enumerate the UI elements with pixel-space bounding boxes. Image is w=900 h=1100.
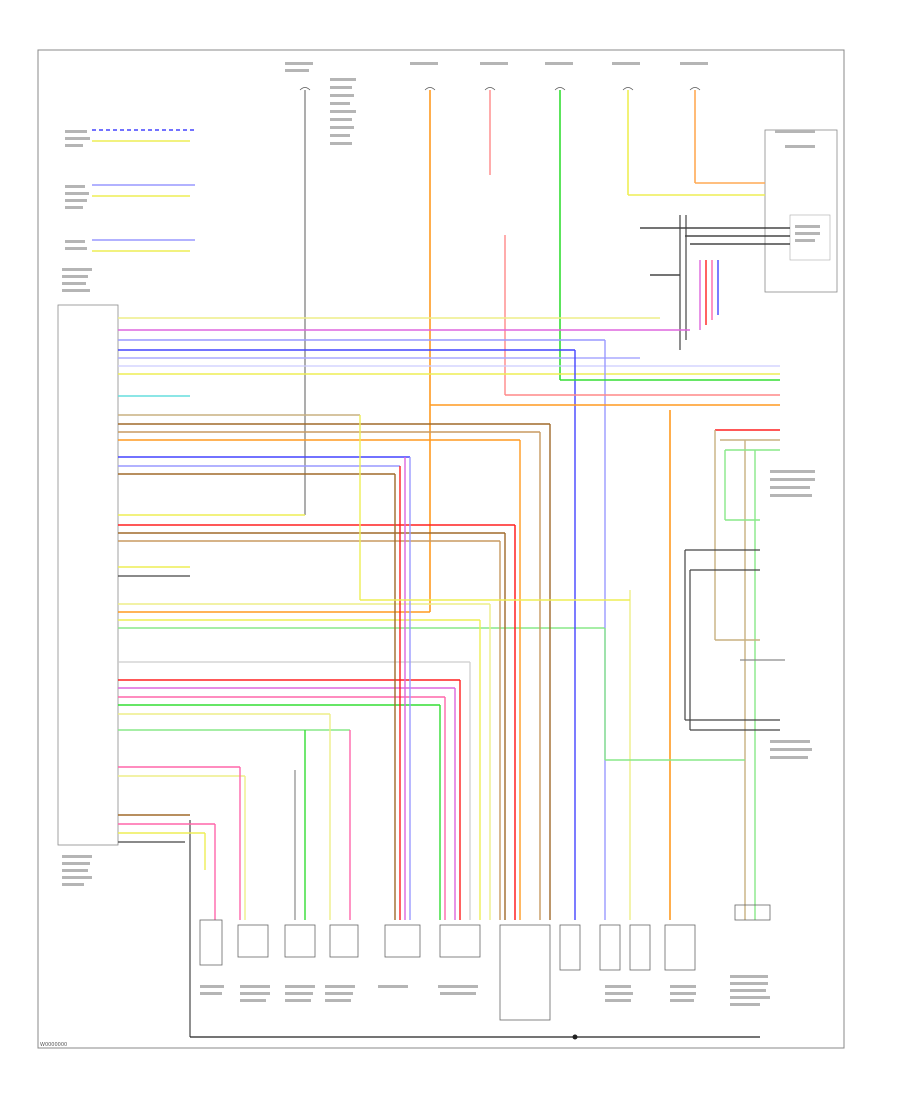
diagram-frame [37,49,845,1049]
label-blocks [62,62,820,1006]
top-right-component-box [764,129,838,293]
diagram-reference-code: W0000000 [40,1042,67,1048]
top-right-connections [628,182,790,276]
ground-splice [572,1034,578,1040]
bottom-components [199,904,771,1021]
vertical-drops [204,340,756,920]
right-side-wiring [360,379,785,761]
right-bundle [679,215,719,350]
fuse-icons [299,87,701,91]
control-module-box [57,304,119,846]
module-harness-rows [118,317,780,843]
top-left-harness [92,129,195,252]
right-connector-box [789,214,831,261]
